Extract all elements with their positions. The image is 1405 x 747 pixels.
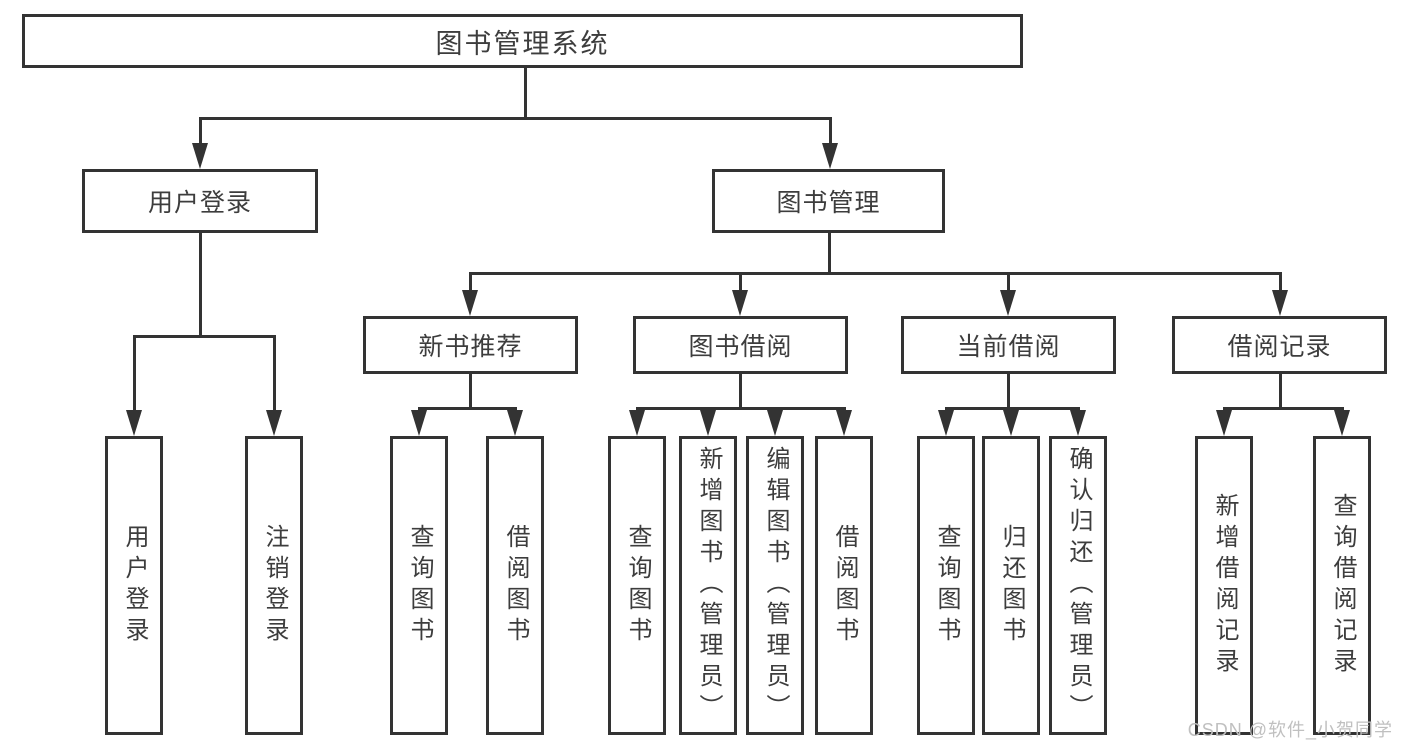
connector-drop-0-0 xyxy=(199,117,202,149)
node-label-leaf-br-query: 查询借阅记录 xyxy=(1329,492,1356,679)
connector-drop-2-2 xyxy=(1007,272,1010,296)
node-label-leaf-cb-confirm: 确认归还（管理员） xyxy=(1065,446,1092,725)
node-leaf-bb-add: 新增图书（管理员） xyxy=(679,436,737,735)
watermark: CSDN @软件_小贺同学 xyxy=(1187,720,1393,740)
node-label-current-borrow: 当前借阅 xyxy=(956,333,1061,361)
node-leaf-cb-confirm: 确认归还（管理员） xyxy=(1049,436,1107,735)
node-book-management: 图书管理 xyxy=(712,169,945,233)
arrowhead-down-icon xyxy=(1334,410,1350,436)
arrowhead-down-icon xyxy=(822,143,838,169)
node-label-leaf-cb-query: 查询图书 xyxy=(933,523,960,648)
connector-drop-2-1 xyxy=(739,272,742,296)
node-new-book-recommend: 新书推荐 xyxy=(363,316,578,374)
node-book-borrow: 图书借阅 xyxy=(633,316,848,374)
node-label-leaf-cb-return: 归还图书 xyxy=(998,523,1025,648)
node-label-user-login: 用户登录 xyxy=(147,189,252,217)
connector-drop-2-0 xyxy=(469,272,472,296)
node-leaf-nbr-query: 查询图书 xyxy=(390,436,448,735)
connector-stem-2 xyxy=(828,233,831,275)
connector-drop-1-1 xyxy=(273,335,276,416)
node-label-leaf-nbr-borrow: 借阅图书 xyxy=(502,523,529,648)
node-leaf-cb-query: 查询图书 xyxy=(917,436,975,735)
node-leaf-user-login: 用户登录 xyxy=(105,436,163,735)
connector-rail-2 xyxy=(469,272,1282,275)
node-borrow-records: 借阅记录 xyxy=(1172,316,1387,374)
connector-rail-6 xyxy=(1223,407,1344,410)
arrowhead-down-icon xyxy=(938,410,954,436)
node-leaf-bb-edit: 编辑图书（管理员） xyxy=(746,436,804,735)
node-label-root: 图书管理系统 xyxy=(435,28,610,59)
connector-stem-4 xyxy=(739,374,742,410)
arrowhead-down-icon xyxy=(732,290,748,316)
node-leaf-bb-query: 查询图书 xyxy=(608,436,666,735)
connector-rail-0 xyxy=(199,117,832,120)
node-label-leaf-bb-add: 新增图书（管理员） xyxy=(695,446,722,725)
arrowhead-down-icon xyxy=(767,410,783,436)
arrowhead-down-icon xyxy=(629,410,645,436)
node-current-borrow: 当前借阅 xyxy=(901,316,1116,374)
node-label-leaf-user-login: 用户登录 xyxy=(121,523,148,648)
node-label-leaf-br-add: 新增借阅记录 xyxy=(1211,492,1238,679)
arrowhead-down-icon xyxy=(192,143,208,169)
arrowhead-down-icon xyxy=(1216,410,1232,436)
connector-stem-5 xyxy=(1007,374,1010,410)
node-leaf-br-add: 新增借阅记录 xyxy=(1195,436,1253,735)
arrowhead-down-icon xyxy=(126,410,142,436)
arrowhead-down-icon xyxy=(1272,290,1288,316)
node-leaf-nbr-borrow: 借阅图书 xyxy=(486,436,544,735)
connector-stem-6 xyxy=(1279,374,1282,410)
node-label-leaf-bb-query: 查询图书 xyxy=(624,523,651,648)
node-root: 图书管理系统 xyxy=(22,14,1023,68)
connector-rail-1 xyxy=(133,335,276,338)
node-label-leaf-bb-edit: 编辑图书（管理员） xyxy=(762,446,789,725)
arrowhead-down-icon xyxy=(462,290,478,316)
node-leaf-br-query: 查询借阅记录 xyxy=(1313,436,1371,735)
node-label-leaf-logout: 注销登录 xyxy=(261,523,288,648)
connector-rail-4 xyxy=(636,407,846,410)
node-leaf-logout: 注销登录 xyxy=(245,436,303,735)
node-label-book-borrow: 图书借阅 xyxy=(688,333,793,361)
node-leaf-bb-borrow: 借阅图书 xyxy=(815,436,873,735)
arrowhead-down-icon xyxy=(1070,410,1086,436)
connector-drop-2-3 xyxy=(1279,272,1282,296)
node-leaf-cb-return: 归还图书 xyxy=(982,436,1040,735)
node-label-borrow-records: 借阅记录 xyxy=(1227,333,1332,361)
connector-drop-0-1 xyxy=(829,117,832,149)
node-label-book-management: 图书管理 xyxy=(776,189,881,217)
connector-stem-0 xyxy=(524,68,527,120)
connector-stem-1 xyxy=(199,233,202,338)
arrowhead-down-icon xyxy=(1000,290,1016,316)
node-label-new-book-recommend: 新书推荐 xyxy=(418,333,523,361)
arrowhead-down-icon xyxy=(411,410,427,436)
connector-rail-3 xyxy=(418,407,517,410)
node-label-leaf-bb-borrow: 借阅图书 xyxy=(831,523,858,648)
node-user-login: 用户登录 xyxy=(82,169,318,233)
arrowhead-down-icon xyxy=(266,410,282,436)
arrowhead-down-icon xyxy=(507,410,523,436)
connector-stem-3 xyxy=(469,374,472,410)
arrowhead-down-icon xyxy=(1003,410,1019,436)
node-label-leaf-nbr-query: 查询图书 xyxy=(406,523,433,648)
arrowhead-down-icon xyxy=(836,410,852,436)
arrowhead-down-icon xyxy=(700,410,716,436)
connector-drop-1-0 xyxy=(133,335,136,416)
